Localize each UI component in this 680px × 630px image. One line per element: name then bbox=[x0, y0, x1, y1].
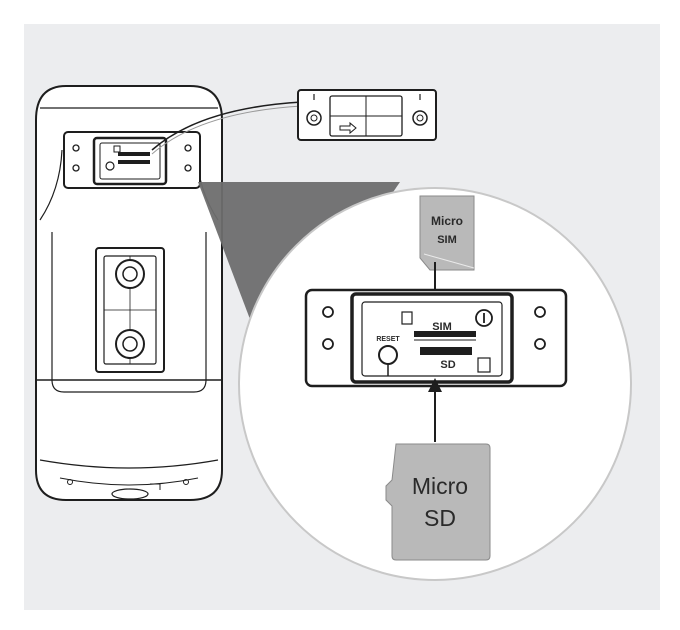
sim-card-label-1: Micro bbox=[431, 214, 463, 228]
arrow-sd-insert bbox=[428, 378, 442, 442]
detached-cover bbox=[297, 89, 437, 141]
body-slot-panel bbox=[63, 131, 201, 189]
slot-label-sd: SD bbox=[440, 359, 455, 371]
micro-sim-card: Micro SIM bbox=[419, 195, 475, 271]
slot-label-sim: SIM bbox=[432, 321, 452, 333]
micro-sd-card: Micro SD bbox=[385, 443, 491, 561]
sim-card-label-2: SIM bbox=[437, 234, 457, 246]
reset-label: RESET bbox=[376, 336, 400, 343]
sd-card-label-2: SD bbox=[424, 505, 456, 531]
mount-bracket bbox=[95, 247, 165, 373]
sd-card-label-1: Micro bbox=[412, 473, 468, 499]
slot-panel-enlarged bbox=[304, 288, 568, 388]
cover-tether bbox=[151, 99, 363, 151]
